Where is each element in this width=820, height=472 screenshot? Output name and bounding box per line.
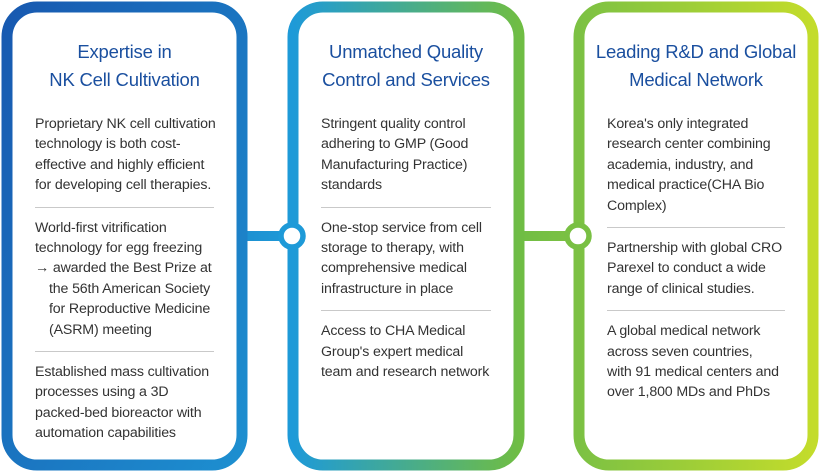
column-items: Proprietary NK cell cultivation technolog… [35, 114, 216, 455]
list-item-line: with 91 medical centers and [607, 364, 779, 381]
list-item-line: technology for egg freezing [35, 240, 203, 257]
list-item-line: research center combining [607, 136, 771, 153]
list-item-line: Manufacturing Practice) [321, 156, 468, 173]
list-item-line: Korea's only integrated [607, 116, 749, 132]
list-item-line: comprehensive medical [321, 260, 467, 277]
list-item-line: packed-bed bioreactor with [35, 404, 202, 421]
column-title: Expertise in NK Cell Cultivation [7, 38, 242, 94]
list-item-line: One-stop service from cell [321, 219, 482, 236]
list-item-line: Stringent quality control [321, 116, 466, 132]
list-item-line: World-first vitrification [35, 219, 167, 236]
list-item-line: → awarded the Best Prize at [35, 260, 212, 277]
list-item-line: technology is both cost- [35, 136, 181, 153]
list-item-line: Proprietary NK cell cultivation [35, 116, 216, 132]
column-title-line: NK Cell Cultivation [49, 69, 200, 90]
list-item: A global medical network across seven cou… [607, 310, 785, 414]
list-item-line: over 1,800 MDs and PhDs [607, 384, 770, 401]
list-item-line: academia, industry, and [607, 156, 754, 173]
column-title-line: Expertise in [77, 41, 172, 62]
list-item-line: effective and highly efficient [35, 156, 205, 173]
column-title-line: Medical Network [629, 69, 763, 90]
list-item: World-first vitrification technology for … [35, 206, 214, 351]
node-left [278, 222, 306, 250]
list-item-line: Parexel to conduct a wide [607, 260, 766, 277]
list-item-line: A global medical network [607, 323, 761, 340]
list-item-line: adhering to GMP (Good [321, 136, 469, 153]
list-item-line: Access to CHA Medical [321, 323, 466, 340]
list-item-line: team and research network [321, 364, 490, 381]
column-title-line: Leading R&D and Global [595, 41, 797, 62]
connector-left [236, 231, 292, 241]
list-item-line: for developing cell therapies. [35, 177, 212, 194]
list-item: Korea's only integrated research center c… [607, 114, 785, 227]
column-expertise: Expertise in NK Cell Cultivation Propriet… [7, 0, 242, 472]
list-item: Proprietary NK cell cultivation technolog… [35, 114, 216, 207]
column-items: Korea's only integrated research center c… [607, 114, 785, 414]
column-title-line: Unmatched Quality [329, 41, 483, 62]
list-item: Established mass cultivation processes us… [35, 351, 214, 455]
list-item-line: Complex) [607, 197, 667, 214]
list-item-line: infrastructure in place [321, 280, 454, 297]
list-item-line: the 56th American Society [49, 280, 211, 297]
list-item-line: Partnership with global CRO [607, 240, 782, 257]
list-item: Partnership with global CRO Parexel to co… [607, 227, 785, 310]
node-right [564, 222, 592, 250]
list-item-line: Group's expert medical [321, 343, 464, 360]
list-item-line: standards [321, 177, 382, 194]
list-item-line: across seven countries, [607, 343, 753, 360]
list-item-line: processes using a 3D [35, 384, 169, 401]
list-item-line: automation capabilities [35, 425, 176, 442]
column-items: Stringent quality control adhering to GMP… [321, 114, 491, 393]
list-item: One-stop service from cell storage to the… [321, 206, 491, 311]
card-border-1 [1, 1, 248, 471]
list-item: Stringent quality control adhering to GMP… [321, 114, 491, 207]
connector-right [512, 231, 574, 241]
list-item-line: (ASRM) meeting [49, 321, 152, 338]
list-item-line: storage to therapy, with [321, 240, 464, 257]
list-item-line: Established mass cultivation [35, 364, 210, 381]
column-title-line: Control and Services [322, 69, 490, 90]
list-item-line: range of clinical studies. [607, 280, 755, 297]
list-item-line: medical practice(CHA Bio [607, 177, 765, 194]
list-item-line: for Reproductive Medicine [49, 301, 211, 318]
